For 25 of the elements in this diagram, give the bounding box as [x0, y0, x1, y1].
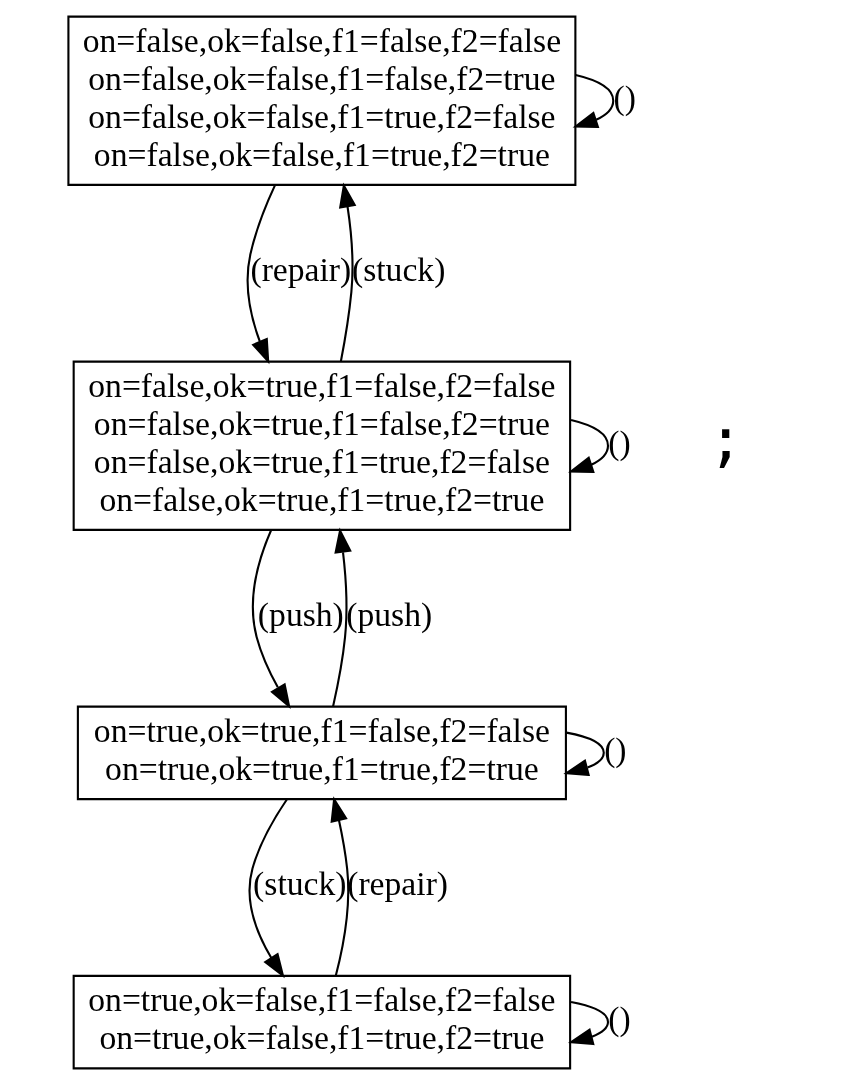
node-box: on=true,ok=false,f1=false,f2=false on=true,ok=false,f1=true,f2=true [72, 974, 571, 1070]
arrow [251, 529, 291, 709]
edge-label: (stuck) [351, 251, 445, 289]
arrow [246, 184, 276, 365]
edge-label: (stuck) [252, 865, 347, 903]
node-box: on=false,ok=false,f1=false,f2=false on=false,ok=false,f1=false,f2=true on=false,ok=false,f1=true,f2=false on=false,ok=false,f1=true,f2=true [66, 15, 576, 186]
edge-label: () [607, 423, 631, 461]
arrow [567, 1001, 609, 1046]
label: ; [707, 405, 744, 475]
edge-label: (push) [257, 596, 344, 634]
arrow [338, 182, 356, 362]
edge-label: (repair) [249, 251, 351, 289]
arrow [562, 731, 605, 777]
node-box: on=true,ok=true,f1=false,f2=false on=true,ok=true,f1=true,f2=true [76, 705, 567, 801]
edge-label: () [603, 730, 627, 768]
arrow [248, 798, 288, 979]
arrow [330, 796, 349, 977]
edge-label: () [613, 78, 636, 116]
arrow [331, 527, 352, 707]
arrow [567, 419, 609, 473]
edge-label: (repair) [346, 865, 448, 903]
edge-label: (push) [345, 596, 432, 634]
edge-label: () [607, 1000, 631, 1038]
node-box: on=false,ok=true,f1=false,f2=false on=false,ok=true,f1=false,f2=true on=false,ok=true,f1=true,f2=false on=false,ok=true,f1=true,f2=true [72, 360, 571, 531]
arrow [572, 74, 614, 129]
